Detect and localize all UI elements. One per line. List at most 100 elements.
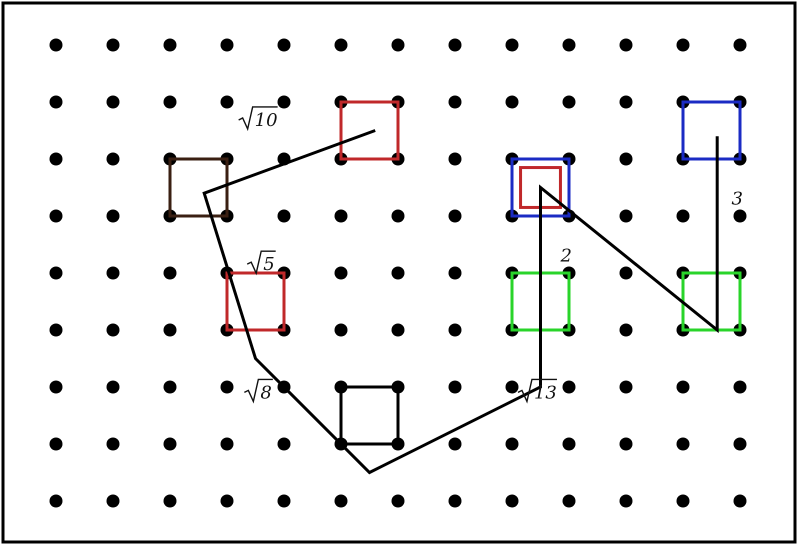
grid-dot: [448, 209, 462, 223]
grid-dot: [277, 95, 291, 109]
grid-dot: [334, 323, 348, 337]
label-text: 13: [534, 382, 557, 403]
grid-dot: [448, 494, 462, 508]
grid-dot: [448, 38, 462, 52]
grid-dot: [163, 266, 177, 280]
grid-dot: [49, 152, 63, 166]
grid-dot: [277, 38, 291, 52]
grid-dot: [334, 38, 348, 52]
grid-dot: [49, 266, 63, 280]
grid-dot: [505, 380, 519, 394]
grid-dot: [106, 266, 120, 280]
label-text: 5: [263, 254, 274, 275]
grid-dot: [505, 437, 519, 451]
grid-dot: [733, 380, 747, 394]
grid-dot: [106, 209, 120, 223]
grid-dot: [49, 437, 63, 451]
brown-square: [168, 157, 229, 218]
grid-dot: [106, 152, 120, 166]
red-square-top: [339, 100, 400, 161]
label-sqrt-8: 8: [244, 378, 273, 404]
grid-dot: [220, 380, 234, 394]
grid-dot: [448, 152, 462, 166]
grid-dot: [391, 323, 405, 337]
grid-dot: [676, 380, 690, 394]
grid-dot: [619, 437, 633, 451]
grid-dot: [562, 38, 576, 52]
grid-dot: [733, 494, 747, 508]
grid-dot: [676, 38, 690, 52]
grid-dot: [619, 323, 633, 337]
grid-dot: [220, 437, 234, 451]
grid-dot: [391, 266, 405, 280]
grid-dot: [106, 380, 120, 394]
radical-sign-icon: [517, 378, 557, 404]
grid-dot: [220, 494, 234, 508]
grid-dot: [334, 494, 348, 508]
grid-dot: [505, 494, 519, 508]
label-sqrt-10: 10: [238, 106, 278, 132]
grid-dot: [391, 494, 405, 508]
radical-sign-icon: [246, 250, 276, 276]
grid-dot: [448, 95, 462, 109]
label-3: 3: [731, 189, 742, 210]
grid-dot: [277, 209, 291, 223]
blue-square-right: [681, 100, 742, 161]
grid-dot: [505, 95, 519, 109]
grid-dot: [106, 38, 120, 52]
grid-dot: [163, 95, 177, 109]
label-sqrt-13: 13: [517, 378, 557, 404]
grid-dot: [163, 494, 177, 508]
grid-dot: [163, 437, 177, 451]
grid-dot: [562, 437, 576, 451]
grid-dot: [619, 494, 633, 508]
grid-dot: [733, 38, 747, 52]
grid-dot: [505, 38, 519, 52]
grid-dot: [619, 209, 633, 223]
grid-dot: [277, 494, 291, 508]
label-text: 3: [731, 189, 742, 210]
grid-dot: [334, 266, 348, 280]
label-sqrt-5: 5: [246, 250, 276, 276]
grid-dot: [733, 209, 747, 223]
grid-dot: [106, 494, 120, 508]
grid-dot: [619, 380, 633, 394]
radical-sign-icon: [238, 106, 278, 132]
grid-dot: [676, 494, 690, 508]
grid-dot: [676, 437, 690, 451]
grid-dot: [49, 209, 63, 223]
label-text: 8: [260, 382, 271, 403]
grid-dot: [49, 95, 63, 109]
grid-dot: [562, 95, 576, 109]
label-2: 2: [559, 246, 571, 267]
grid-dot: [448, 266, 462, 280]
grid-dot: [163, 323, 177, 337]
grid-dot: [163, 380, 177, 394]
grid-dot: [49, 323, 63, 337]
grid-dot: [277, 437, 291, 451]
grid-dot: [220, 38, 234, 52]
grid-dot: [106, 95, 120, 109]
grid-dot: [220, 95, 234, 109]
grid-dot: [391, 38, 405, 52]
label-text: 2: [559, 246, 571, 267]
grid-dot: [334, 209, 348, 223]
grid-dot: [448, 437, 462, 451]
black-square-bottom: [339, 385, 400, 446]
grid-dot: [619, 38, 633, 52]
grid-dot: [448, 323, 462, 337]
grid-dot: [391, 209, 405, 223]
grid-dot: [448, 380, 462, 394]
grid-dot: [106, 437, 120, 451]
grid-dot: [49, 494, 63, 508]
grid-dot: [106, 323, 120, 337]
grid-dot: [619, 266, 633, 280]
radical-sign-icon: [244, 378, 273, 404]
grid-dot: [619, 95, 633, 109]
grid-dot: [733, 437, 747, 451]
grid-dot: [562, 380, 576, 394]
grid-dot: [49, 380, 63, 394]
connecting-path: [202, 129, 719, 475]
grid-dot: [49, 38, 63, 52]
